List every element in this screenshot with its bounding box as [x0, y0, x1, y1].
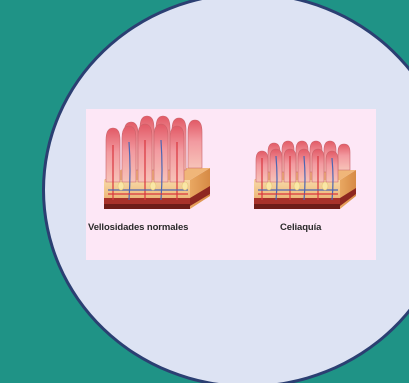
normal-muscle-base: [104, 204, 190, 209]
normal-villi-block: [104, 116, 210, 209]
celiac-villi-block: [254, 141, 356, 209]
celiac-muscle-base: [254, 204, 340, 209]
celiac-label: Celiaquía: [280, 222, 321, 233]
normal-villi-label: Vellosidades normales: [88, 222, 188, 233]
